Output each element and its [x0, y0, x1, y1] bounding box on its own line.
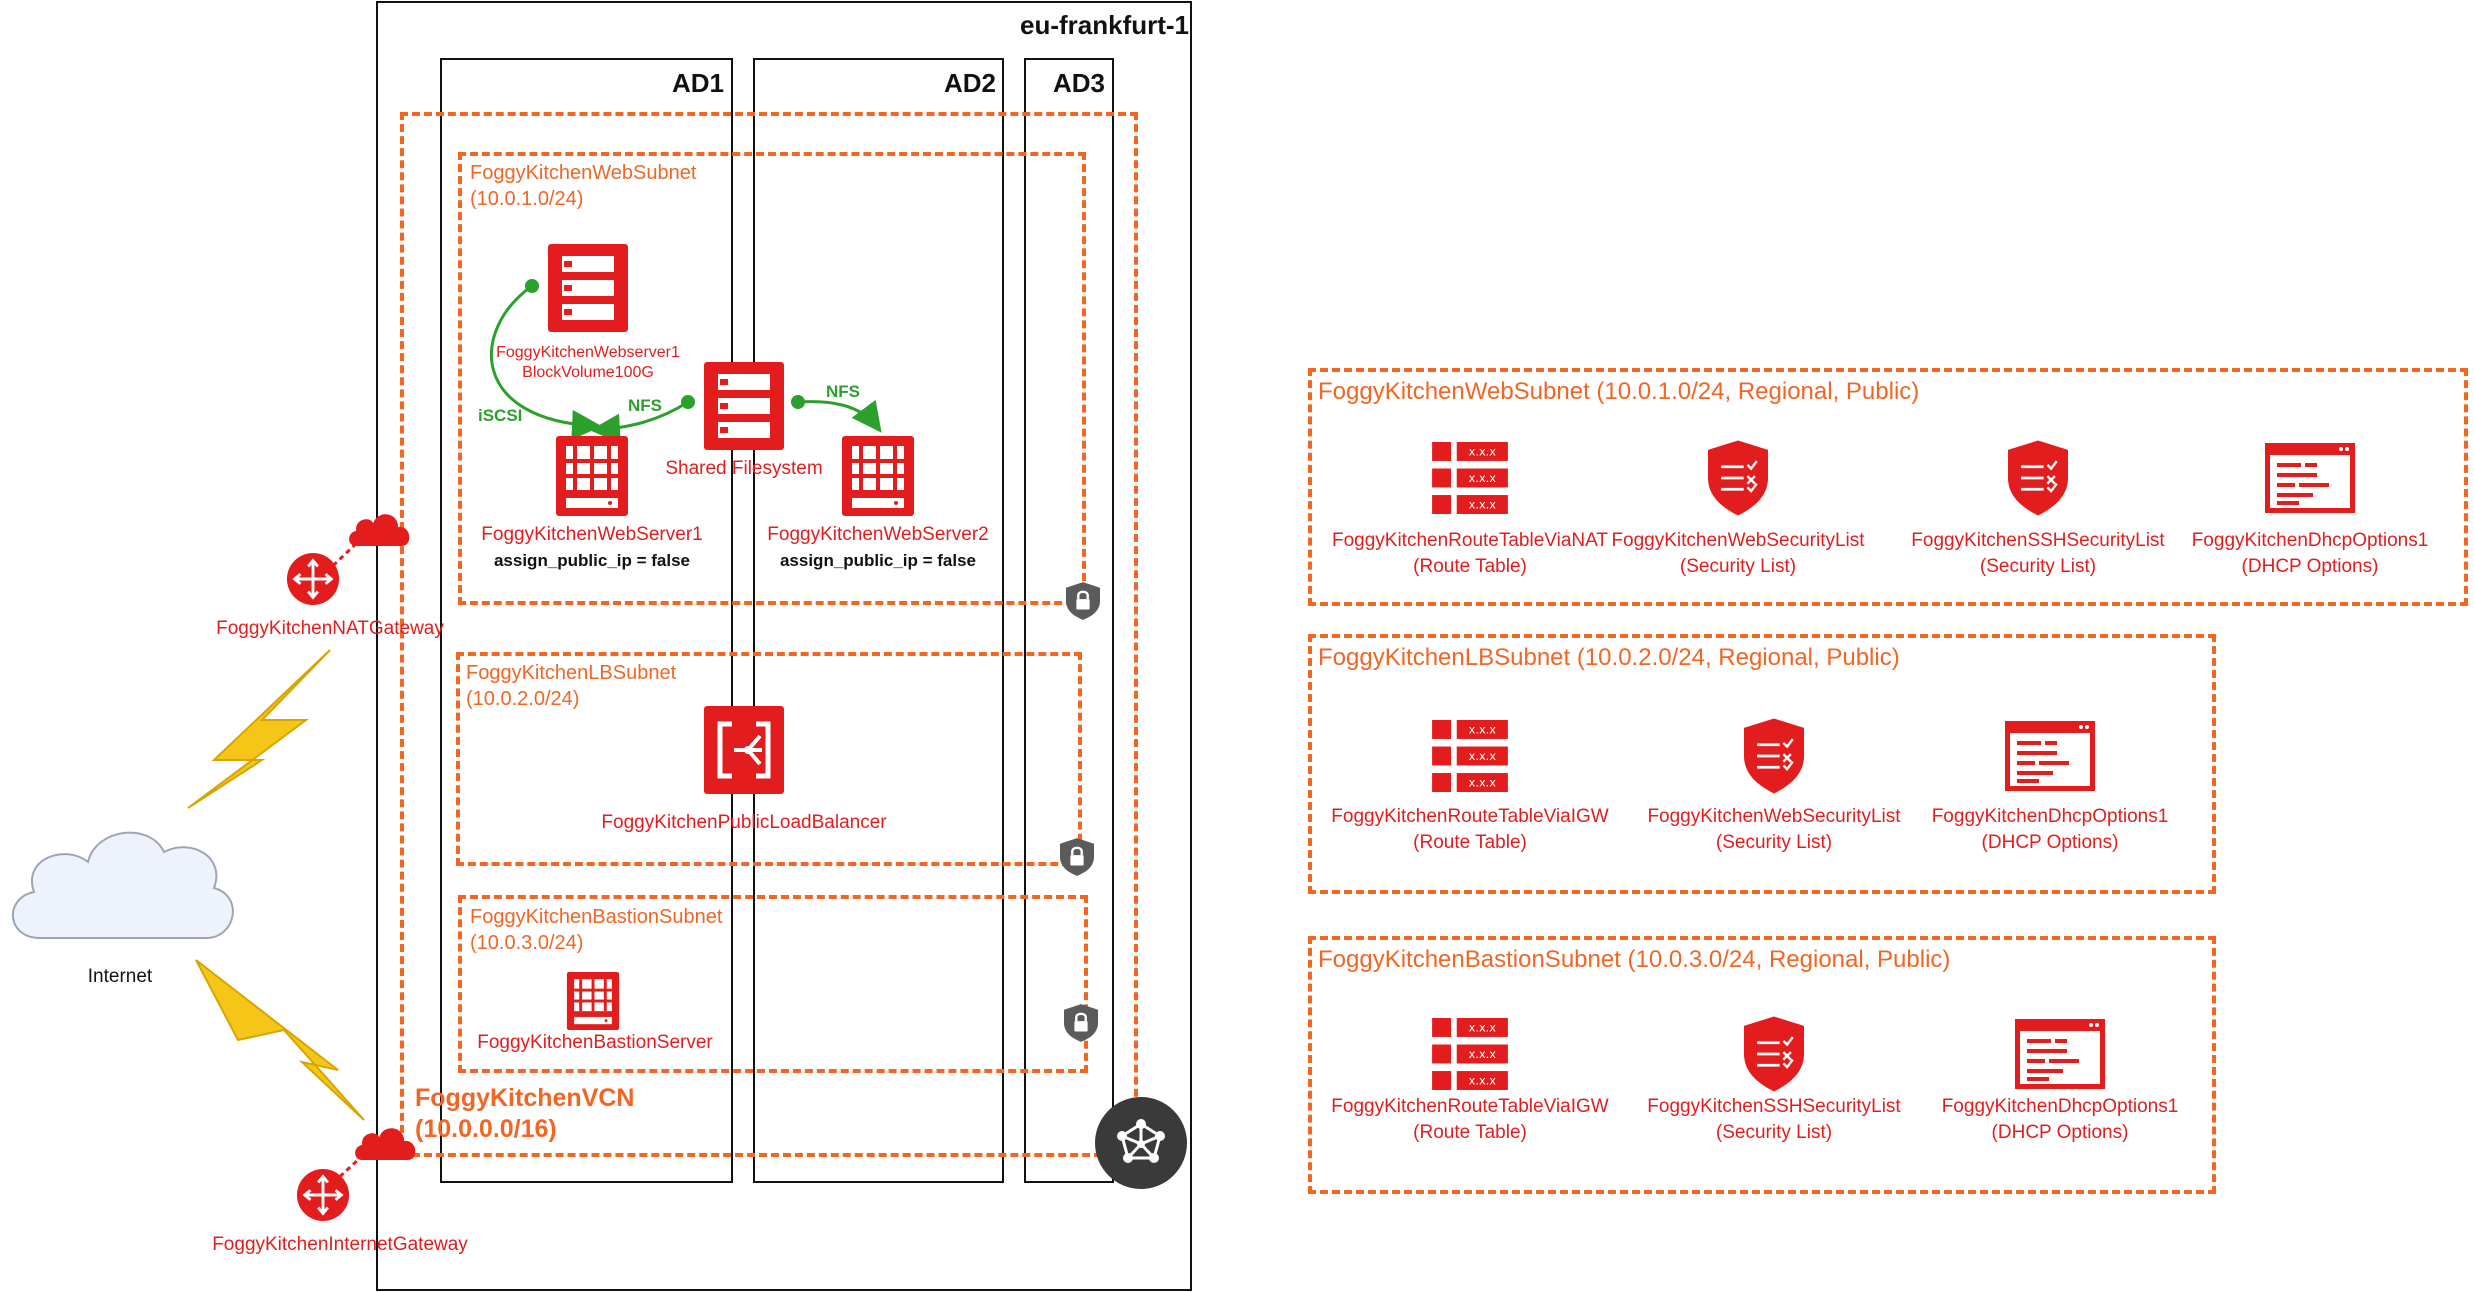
web-server-1-icon[interactable] [556, 436, 628, 516]
bastion-subnet-lock-icon[interactable] [1064, 1004, 1098, 1042]
dhcp-options-icon[interactable] [2015, 1019, 2105, 1089]
subnet-panel-title: FoggyKitchenWebSubnet (10.0.1.0/24, Regi… [1318, 378, 1920, 405]
security-list-icon[interactable] [1708, 440, 1768, 516]
volume-label-2: BlockVolume100G [522, 364, 654, 381]
panel-item-name: FoggyKitchenWebSecurityList [1647, 806, 1901, 827]
nat-gateway-name: FoggyKitchenNATGateway [216, 618, 444, 639]
web-subnet-name: FoggyKitchenWebSubnet [470, 162, 697, 184]
ad1-box [440, 58, 733, 1183]
nat-gateway-cloud-icon [346, 508, 414, 546]
bastion-subnet-cidr: (10.0.3.0/24) [470, 932, 584, 954]
ad3-box [1024, 58, 1114, 1183]
route-table-icon[interactable] [1432, 720, 1508, 792]
web-subnet-cidr: (10.0.1.0/24) [470, 188, 584, 210]
bastion-server-icon[interactable] [562, 972, 624, 1030]
panel-item-type: (Security List) [1715, 832, 1833, 853]
nfs-right-label: NFS [826, 382, 860, 401]
web-subnet-box [458, 152, 1086, 605]
subnet-panel [1308, 634, 2216, 894]
web-server-1-note: assign_public_ip = false [493, 551, 691, 570]
bolt-upper [187, 649, 331, 809]
subnet-panel [1308, 936, 2216, 1194]
subnet-panel-title: FoggyKitchenBastionSubnet (10.0.3.0/24, … [1318, 946, 1951, 973]
internet-gateway-cloud-icon [352, 1122, 420, 1160]
iscsi-label: iSCSI [478, 406, 523, 425]
panel-item-name: FoggyKitchenDhcpOptions1 [1931, 806, 2169, 827]
panel-item-name: FoggyKitchenSSHSecurityList [1911, 530, 2165, 551]
panel-item-type: (Route Table) [1413, 832, 1527, 853]
panel-item-name: FoggyKitchenRouteTableViaIGW [1331, 1096, 1609, 1117]
block-volume-icon[interactable] [548, 244, 628, 332]
vcn-icon[interactable] [1094, 1096, 1188, 1190]
route-table-icon[interactable] [1432, 1018, 1508, 1090]
security-list-icon[interactable] [1744, 718, 1804, 794]
security-list-icon[interactable] [2008, 440, 2068, 516]
vcn-box [400, 112, 1138, 1157]
internet-gateway-name: FoggyKitchenInternetGateway [212, 1234, 468, 1255]
panel-item-type: (Route Table) [1413, 556, 1527, 577]
subnet-panel [1308, 368, 2468, 606]
internet-gateway-icon[interactable] [296, 1168, 350, 1222]
web-server-2-icon[interactable] [842, 436, 914, 516]
panel-item-type: (DHCP Options) [2241, 556, 2379, 577]
route-table-icon[interactable] [1432, 442, 1508, 514]
panel-item-name: FoggyKitchenDhcpOptions1 [2191, 530, 2429, 551]
web-server-2-note: assign_public_ip = false [779, 551, 977, 570]
cloud-icon [11, 831, 234, 939]
volume-label-1: FoggyKitchenWebserver1 [496, 344, 680, 361]
bolt-lower [195, 959, 365, 1121]
vcn-cidr: (10.0.0.0/16) [415, 1115, 557, 1143]
panel-item-name: FoggyKitchenRouteTableViaNAT [1331, 530, 1608, 551]
dhcp-options-icon[interactable] [2005, 721, 2095, 791]
region-label: eu-frankfurt-1 [1020, 10, 1190, 40]
ad2-box [753, 58, 1004, 1183]
security-list-icon[interactable] [1744, 1016, 1804, 1092]
panel-item-type: (DHCP Options) [1991, 1122, 2129, 1143]
iscsi-line [490, 284, 602, 440]
panel-item-type: (Route Table) [1413, 1122, 1527, 1143]
bastion-subnet-box [458, 895, 1088, 1073]
region-box [376, 1, 1192, 1291]
bastion-server-name: FoggyKitchenBastionServer [477, 1032, 713, 1053]
dhcp-options-icon[interactable] [2265, 443, 2355, 513]
panel-item-name: FoggyKitchenSSHSecurityList [1647, 1096, 1901, 1117]
load-balancer-icon[interactable] [704, 706, 784, 794]
panel-item-type: (Security List) [1715, 1122, 1833, 1143]
nfs-left-label: NFS [628, 396, 662, 415]
internet-label: Internet [87, 966, 153, 987]
ad1-label: AD1 [672, 68, 725, 98]
nat-gateway-icon[interactable] [286, 552, 340, 606]
lb-subnet-lock-icon[interactable] [1060, 838, 1094, 876]
nfs-right-line [797, 399, 882, 433]
subnet-panel-title: FoggyKitchenLBSubnet (10.0.2.0/24, Regio… [1318, 644, 1900, 671]
vcn-name: FoggyKitchenVCN [415, 1084, 635, 1112]
web-subnet-lock-icon[interactable] [1066, 582, 1100, 620]
nfs-left-line [590, 400, 689, 444]
panel-item-type: (DHCP Options) [1981, 832, 2119, 853]
lb-subnet-box [456, 652, 1082, 866]
file-storage-icon[interactable] [704, 362, 784, 450]
ad2-label: AD2 [944, 68, 997, 98]
fss-label: Shared Filesystem [665, 458, 823, 479]
load-balancer-name: FoggyKitchenPublicLoadBalancer [601, 812, 887, 833]
web-server-2-name: FoggyKitchenWebServer2 [767, 524, 989, 545]
lb-subnet-cidr: (10.0.2.0/24) [466, 688, 580, 710]
bastion-subnet-name: FoggyKitchenBastionSubnet [470, 906, 723, 928]
panel-item-type: (Security List) [1979, 556, 2097, 577]
panel-item-name: FoggyKitchenWebSecurityList [1611, 530, 1865, 551]
panel-item-name: FoggyKitchenRouteTableViaIGW [1331, 806, 1609, 827]
ad3-label: AD3 [1053, 68, 1106, 98]
lb-subnet-name: FoggyKitchenLBSubnet [466, 662, 677, 684]
web-server-1-name: FoggyKitchenWebServer1 [481, 524, 703, 545]
panel-item-name: FoggyKitchenDhcpOptions1 [1941, 1096, 2179, 1117]
panel-item-type: (Security List) [1679, 556, 1797, 577]
